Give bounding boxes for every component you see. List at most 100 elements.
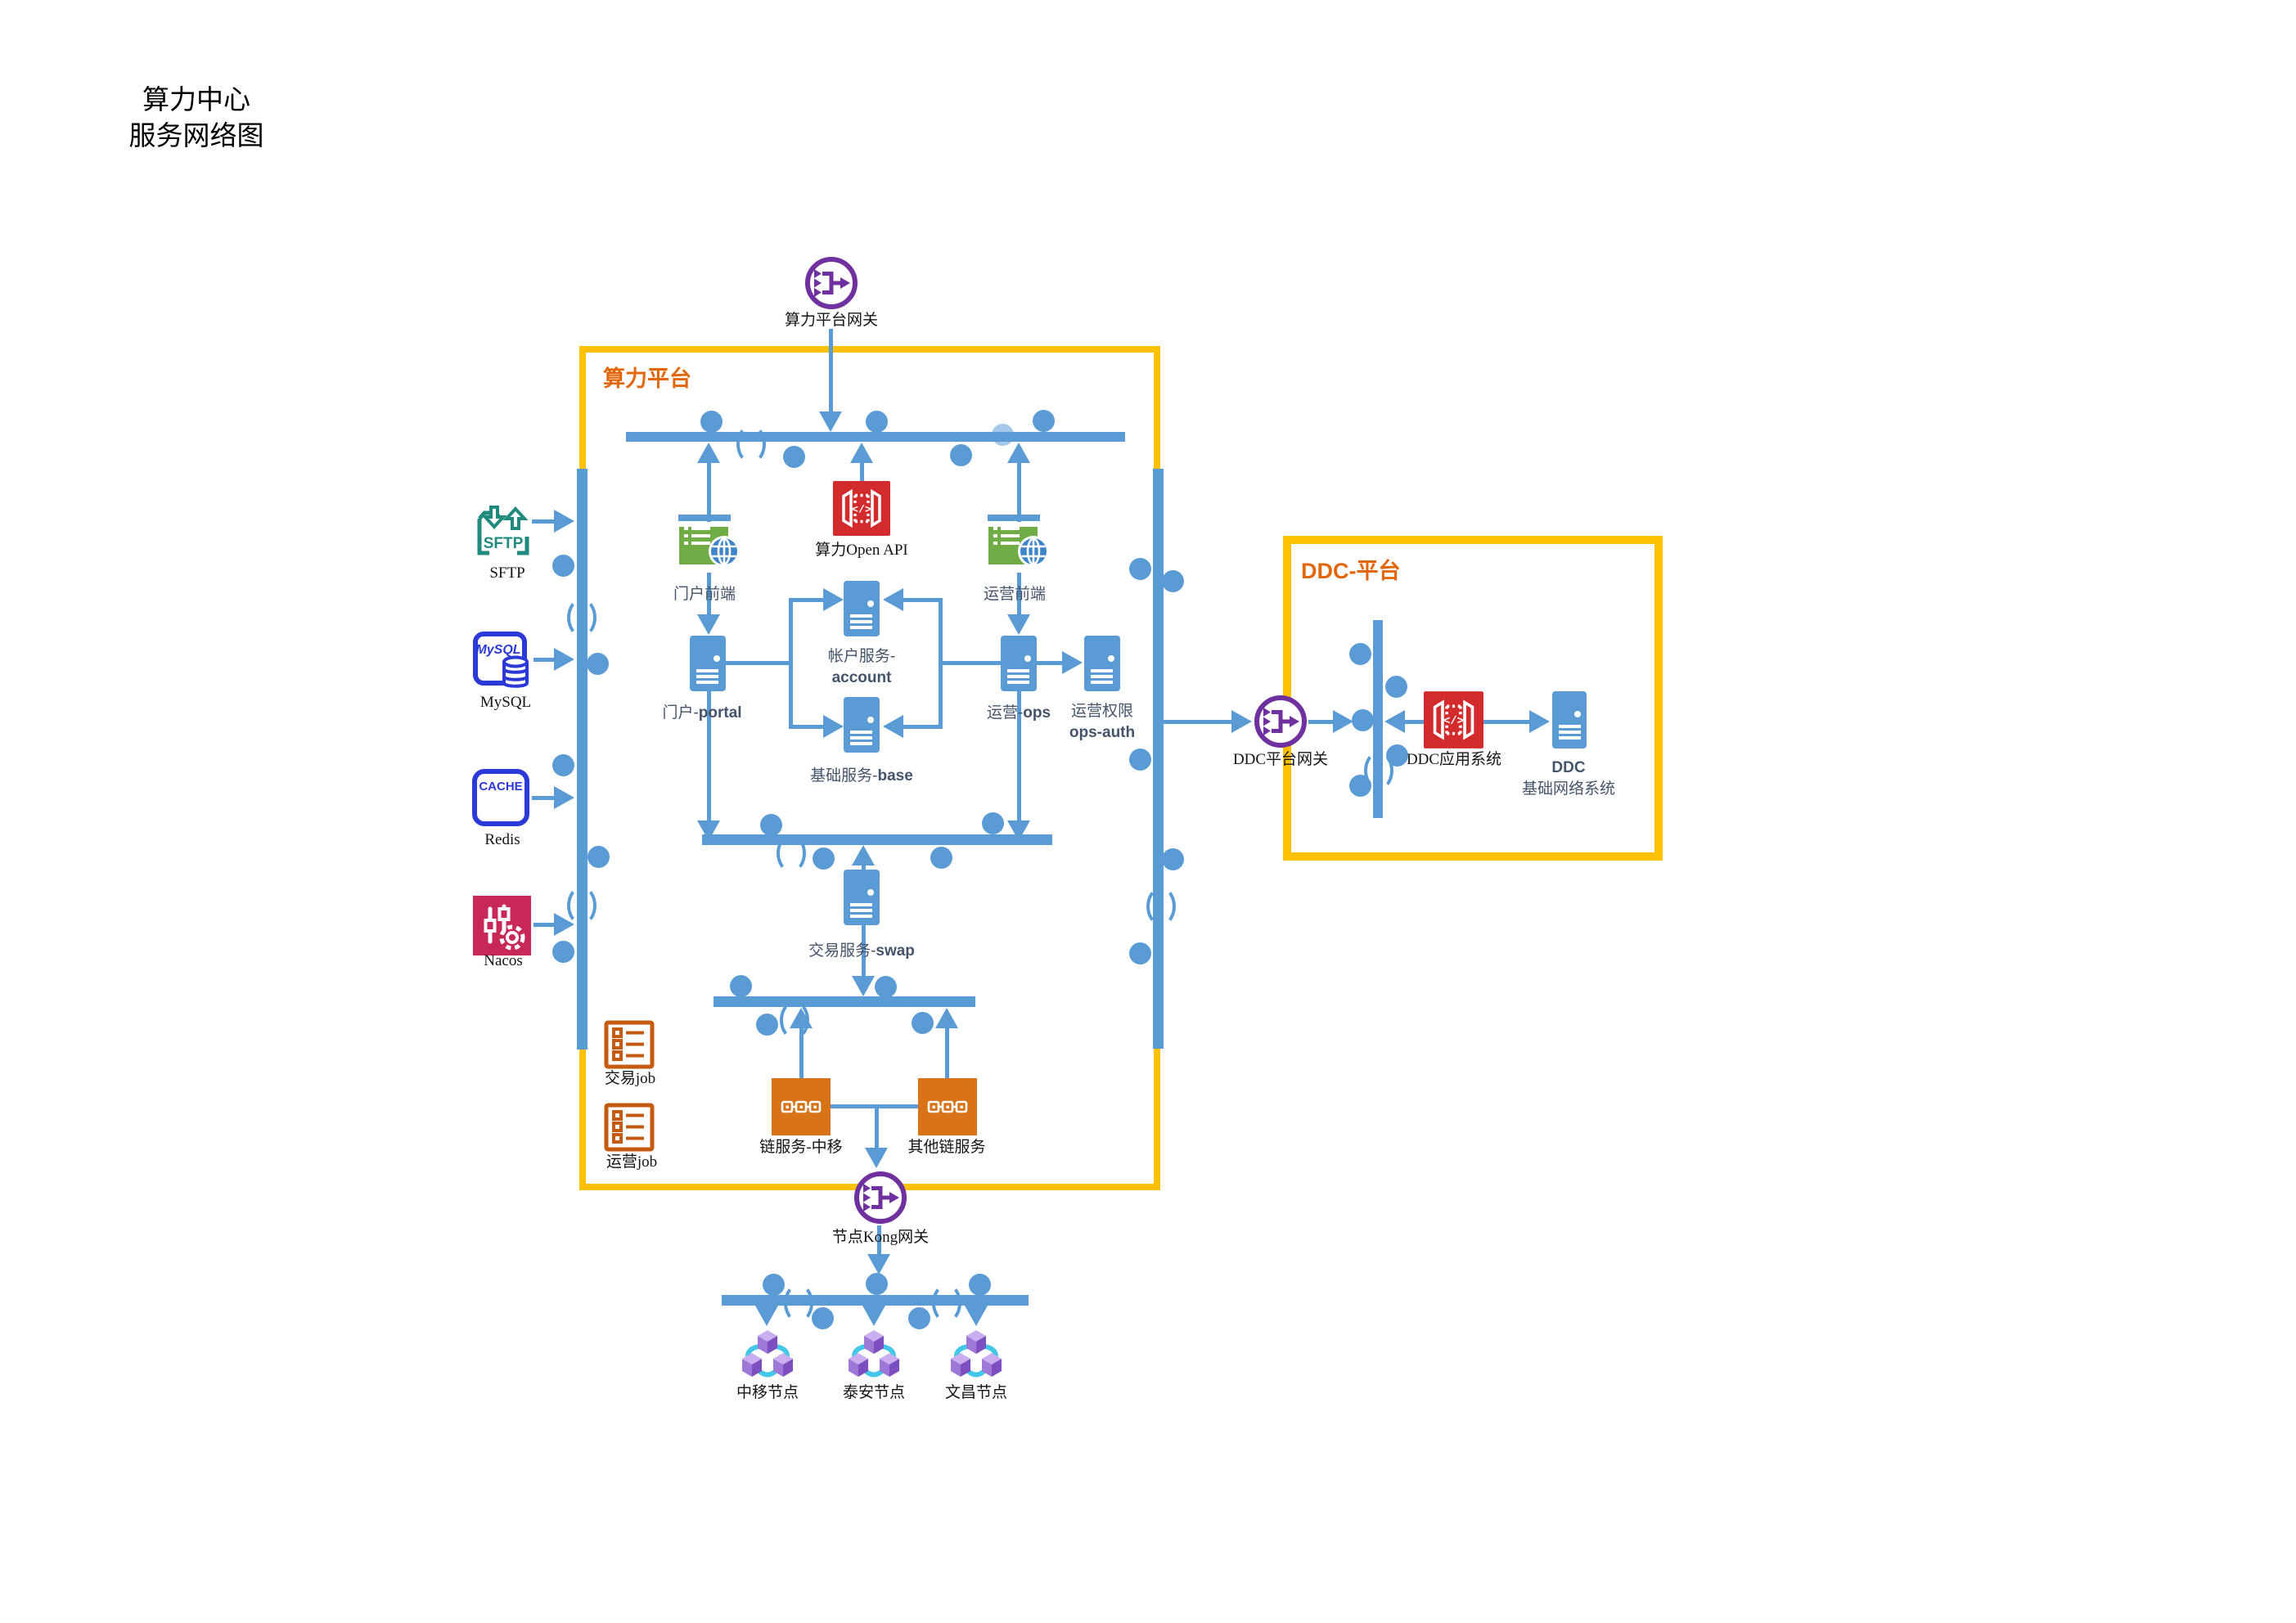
connector-line bbox=[789, 598, 826, 602]
ops-frontend-label: 运营前端 bbox=[983, 586, 1047, 603]
bus-dot bbox=[1129, 749, 1151, 771]
bus-arc bbox=[784, 1284, 813, 1323]
bus-bar bbox=[714, 996, 975, 1007]
bus-arc bbox=[932, 1284, 961, 1323]
connector-line bbox=[533, 658, 555, 662]
ddc-platform-title: DDC-平台 bbox=[1301, 559, 1401, 583]
arrowhead-icon bbox=[883, 588, 903, 611]
computing-gateway-label: 算力平台网关 bbox=[784, 312, 879, 329]
arrowhead-icon bbox=[1007, 443, 1030, 463]
chain-other-icon bbox=[918, 1078, 977, 1135]
arrowhead-icon bbox=[755, 1306, 778, 1326]
nacos-icon bbox=[473, 896, 531, 955]
ddc-gateway-icon bbox=[1254, 695, 1307, 748]
bus-dot bbox=[587, 653, 609, 675]
browser-bar-icon bbox=[678, 515, 731, 521]
mysql-icon: MySQL bbox=[473, 632, 529, 688]
bus-dot bbox=[950, 444, 972, 466]
bus-arc bbox=[736, 425, 766, 464]
connector-line bbox=[875, 1104, 879, 1149]
kong-gateway-icon bbox=[854, 1171, 907, 1224]
connector-line bbox=[831, 1104, 918, 1108]
bus-dot bbox=[760, 814, 782, 836]
connector-line bbox=[862, 925, 866, 976]
arrowhead-icon bbox=[1062, 651, 1083, 674]
bus-dot bbox=[700, 411, 723, 433]
arrowhead-icon bbox=[697, 820, 720, 841]
open-api-icon: </> bbox=[833, 481, 890, 536]
base-service-icon bbox=[844, 697, 880, 753]
bus-bar bbox=[702, 834, 1052, 845]
ddc-gateway-label: DDC平台网关 bbox=[1232, 751, 1329, 768]
bus-arc bbox=[567, 886, 597, 925]
bus-bar bbox=[577, 469, 588, 1050]
globe-icon bbox=[1018, 536, 1049, 567]
sftp-icon: SFTP bbox=[477, 506, 529, 555]
portal-frontend-icon bbox=[678, 515, 740, 567]
bus-dot bbox=[866, 411, 888, 433]
ops-job-label: 运营job bbox=[606, 1153, 658, 1171]
bus-dot bbox=[1033, 410, 1055, 432]
ops-service-icon bbox=[1001, 636, 1037, 691]
node-taian-label: 泰安节点 bbox=[842, 1384, 906, 1401]
arrowhead-icon bbox=[823, 588, 844, 611]
node-taian-icon bbox=[844, 1327, 904, 1387]
bus-dot bbox=[756, 1014, 778, 1036]
arrowhead-icon bbox=[554, 786, 574, 809]
connector-line bbox=[1017, 691, 1021, 820]
arrowhead-icon bbox=[852, 845, 875, 865]
arrowhead-icon bbox=[965, 1306, 988, 1326]
connector-line bbox=[789, 598, 793, 729]
sftp-label: SFTP bbox=[489, 564, 525, 582]
bus-dot bbox=[992, 424, 1014, 446]
account-service-icon bbox=[844, 581, 880, 636]
bus-dot bbox=[930, 847, 952, 869]
bus-bar bbox=[626, 432, 1125, 442]
chain-cm-icon bbox=[772, 1078, 831, 1135]
node-cm-icon bbox=[737, 1327, 798, 1387]
connector-line bbox=[829, 329, 833, 413]
computing-gateway-icon bbox=[805, 257, 858, 309]
page-title: 算力中心 服务网络图 bbox=[82, 82, 311, 154]
node-wenchang-icon bbox=[946, 1327, 1006, 1387]
chain-other-label: 其他链服务 bbox=[907, 1139, 986, 1156]
connector-line bbox=[901, 598, 943, 602]
connector-line bbox=[877, 1225, 881, 1255]
trade-job-icon bbox=[604, 1020, 655, 1069]
connector-line bbox=[533, 923, 556, 927]
bus-dot bbox=[1162, 570, 1184, 592]
page-title-line1: 算力中心 bbox=[142, 83, 250, 115]
ops-job-icon bbox=[604, 1103, 655, 1152]
portal-service-icon bbox=[690, 636, 726, 691]
bus-dot bbox=[783, 446, 805, 468]
node-wenchang-label: 文昌节点 bbox=[944, 1384, 1008, 1401]
bus-dot bbox=[969, 1274, 991, 1296]
connector-line bbox=[939, 661, 1001, 665]
kong-gateway-label: 节点Kong网关 bbox=[831, 1229, 930, 1246]
bus-dot bbox=[1349, 643, 1371, 665]
arrowhead-icon bbox=[865, 1148, 888, 1168]
svg-text:</>: </> bbox=[852, 504, 871, 516]
svg-text:CACHE: CACHE bbox=[479, 780, 522, 794]
arrowhead-icon bbox=[1007, 614, 1030, 635]
swap-service-icon bbox=[844, 870, 880, 925]
bus-dot bbox=[1352, 709, 1374, 731]
bus-arc bbox=[1146, 887, 1176, 926]
ops-frontend-icon bbox=[988, 515, 1049, 567]
arrowhead-icon bbox=[1384, 710, 1405, 733]
bus-dot bbox=[812, 1307, 834, 1329]
arrowhead-icon bbox=[862, 1306, 885, 1326]
ddc-app-label: DDC应用系统 bbox=[1406, 751, 1502, 768]
swap-service-label: 交易服务-swap bbox=[808, 942, 915, 960]
connector-line bbox=[532, 796, 556, 800]
arrowhead-icon bbox=[819, 411, 842, 432]
connector-line bbox=[1164, 720, 1236, 724]
bus-dot bbox=[552, 555, 574, 577]
ddc-infra-label: DDC 基础网络系统 bbox=[1521, 759, 1616, 798]
arrowhead-icon bbox=[935, 1008, 958, 1028]
connector-line bbox=[1037, 661, 1068, 665]
connector-line bbox=[860, 462, 864, 481]
bus-dot bbox=[982, 812, 1004, 834]
bus-arc bbox=[780, 1000, 809, 1040]
